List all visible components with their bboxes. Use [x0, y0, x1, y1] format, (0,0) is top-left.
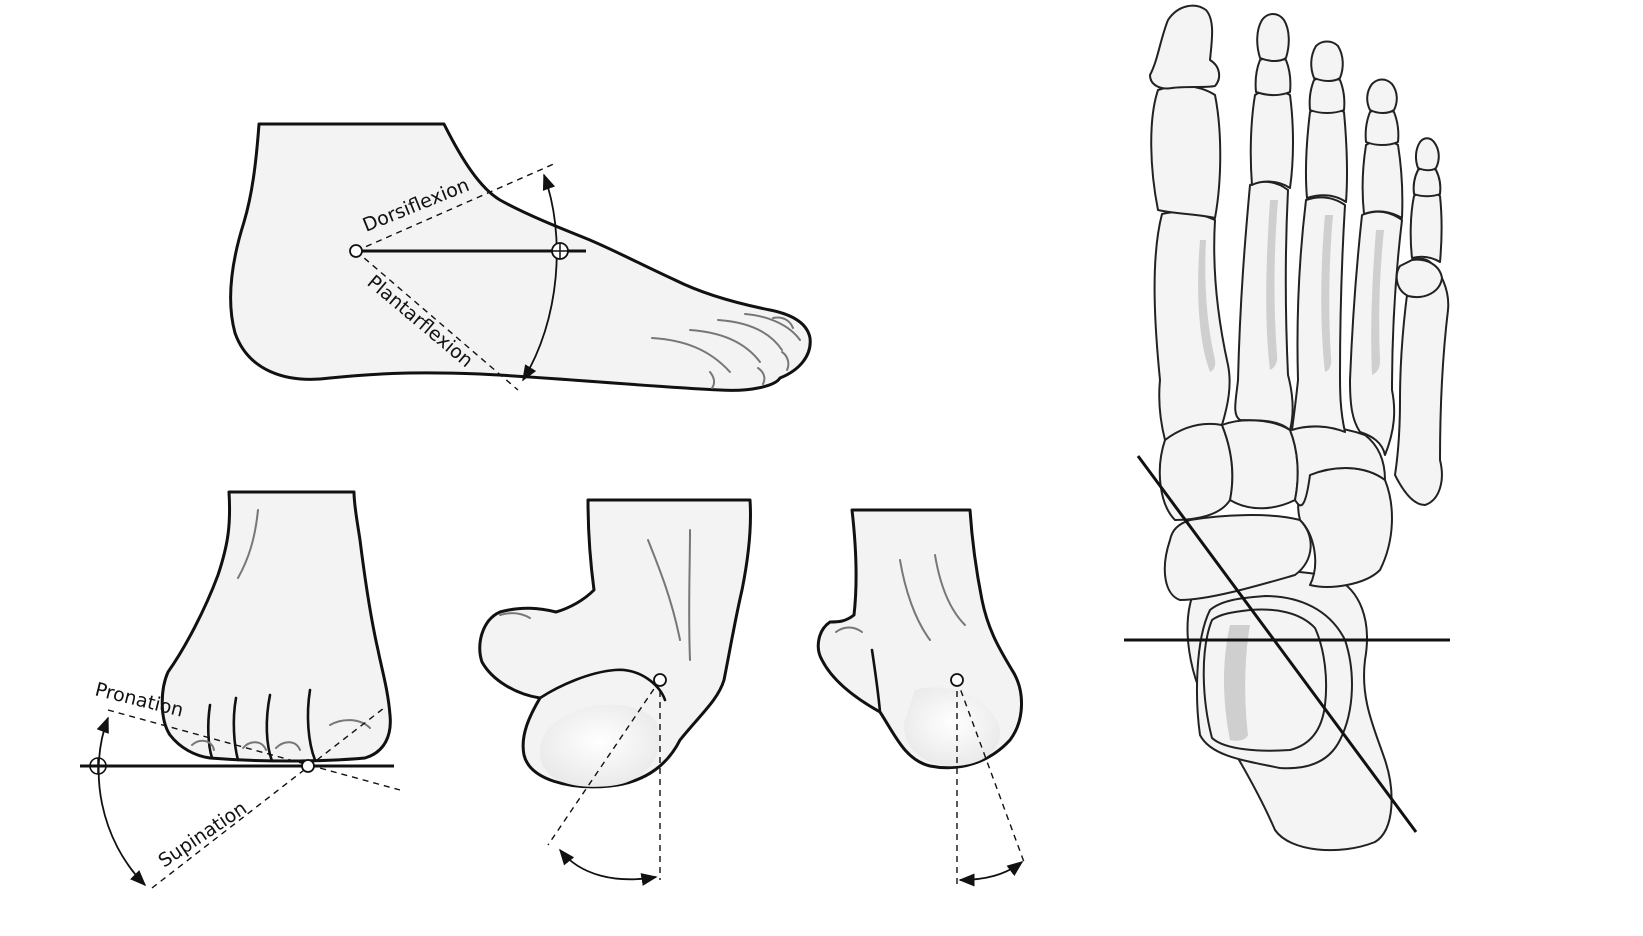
front-view-foot: Pronation Supination — [80, 490, 401, 889]
metatarsal-2-shade — [1266, 200, 1278, 370]
heel-highlight-left — [540, 704, 660, 787]
heel-highlight-right — [904, 687, 1001, 767]
phalanx-proximal-4 — [1361, 138, 1404, 219]
toe-crease-2 — [689, 329, 761, 363]
toe-crease-1 — [651, 337, 731, 373]
rear-right-crease — [870, 648, 882, 714]
metatarsal-3 — [1291, 196, 1346, 433]
phalanx-distal-5 — [1414, 137, 1440, 172]
toe-crease-4 — [744, 313, 801, 341]
cuboid-bone — [1297, 467, 1393, 588]
phalanx-distal-3 — [1310, 40, 1344, 82]
front-tendon-line — [237, 509, 259, 579]
medial-cuneiform — [1158, 422, 1234, 521]
toenail-1 — [709, 371, 716, 389]
toenail-3 — [781, 351, 790, 371]
achilles-line-left-2 — [688, 529, 691, 661]
flexion-arc-arrow — [522, 173, 558, 382]
supination-dashed-line — [151, 707, 385, 889]
front-pivot-point — [301, 759, 315, 773]
toenail-2 — [757, 367, 766, 385]
phalanx-middle-4 — [1364, 108, 1400, 146]
toe-divider-3 — [265, 693, 274, 763]
phalanx-distal-4 — [1366, 78, 1398, 114]
rear-right-angle-arrow — [958, 861, 1024, 887]
metatarsal-2 — [1234, 180, 1294, 431]
ankle-pivot-point — [349, 244, 363, 258]
rear-view-foot-left — [478, 498, 753, 886]
front-toenail-3 — [275, 741, 301, 751]
achilles-line-left-1 — [647, 539, 681, 641]
toe-crease-3 — [717, 319, 783, 351]
rear-left-angle-arrow — [558, 848, 658, 886]
metatarsal-1 — [1153, 211, 1231, 441]
toe-divider-2 — [232, 696, 240, 762]
talus-shade — [1224, 625, 1250, 741]
phalanx-proximal-3 — [1305, 105, 1349, 203]
toe-divider-1 — [206, 703, 214, 760]
metatarsal-5-head — [1395, 258, 1443, 298]
dorsiflexion-dashed-line — [355, 162, 557, 252]
rear-view-foot-right — [816, 508, 1025, 887]
achilles-line-right-2 — [934, 554, 966, 626]
phalanx-middle-2 — [1254, 56, 1292, 96]
rear-right-pivot — [950, 673, 964, 687]
lateral-cuneiform — [1289, 425, 1386, 507]
rear-left-pivot — [653, 673, 667, 687]
metatarsal-1-shade — [1198, 240, 1216, 372]
supination-label: Supination — [154, 797, 250, 872]
phalanx-proximal-5 — [1409, 190, 1443, 263]
toenail-4 — [772, 316, 794, 329]
achilles-line-right-1 — [899, 559, 931, 641]
phalanx-distal-1 — [1149, 4, 1221, 90]
rotation-arc-arrow — [96, 716, 147, 887]
phalanx-middle-3 — [1308, 76, 1346, 114]
side-view-foot: Dorsiflexion Plantarflexion — [229, 122, 812, 392]
phalanx-proximal-1 — [1150, 85, 1222, 219]
rear-toe-left — [499, 612, 531, 619]
toe-divider-4 — [306, 688, 317, 762]
rear-left-heel-axis — [547, 679, 661, 846]
rear-foot-left-outline — [478, 498, 753, 789]
rear-toe-right — [835, 626, 863, 633]
metatarsal-3-shade — [1321, 215, 1333, 372]
plantarflexion-dashed-line — [355, 250, 519, 391]
front-toenail-2 — [242, 741, 267, 751]
front-foot-outline — [160, 490, 392, 763]
skeleton-diagonal-axis — [1136, 455, 1418, 833]
metatarsal-4-shade — [1371, 230, 1384, 375]
front-toenail-4 — [329, 719, 371, 729]
phalanx-middle-5 — [1412, 166, 1442, 198]
intermediate-cuneiform — [1221, 419, 1299, 510]
front-toenail-1 — [191, 739, 215, 751]
talus-dome — [1202, 608, 1328, 752]
foot-skeleton — [1124, 4, 1450, 852]
side-foot-outline — [229, 122, 812, 392]
heel-crease-left — [538, 668, 667, 702]
phalanx-distal-2 — [1256, 13, 1290, 62]
phalanx-proximal-2 — [1249, 88, 1294, 189]
